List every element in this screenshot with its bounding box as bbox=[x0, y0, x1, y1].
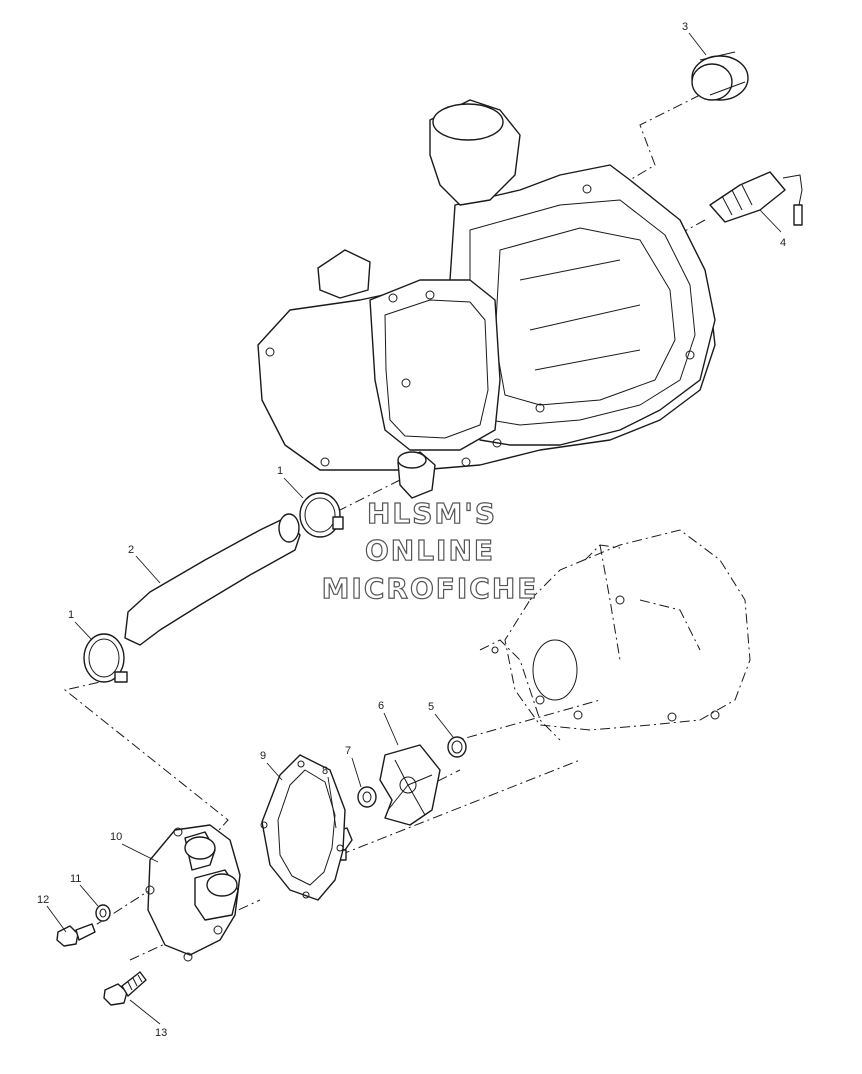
part-9-gasket bbox=[260, 754, 346, 901]
callout-labels: 3 4 1 2 1 6 5 7 8 9 10 11 12 13 bbox=[37, 21, 786, 1039]
callout-leaders bbox=[46, 32, 782, 1025]
part-4-temp-sensor bbox=[709, 171, 803, 226]
callout-4: 4 bbox=[780, 237, 786, 249]
centerline-upper-clamp bbox=[339, 479, 401, 511]
part-10-pump-cover bbox=[145, 824, 241, 962]
part-1-lower-clamp bbox=[83, 633, 128, 683]
part-1-upper-clamp bbox=[299, 492, 344, 538]
callout-12: 12 bbox=[37, 894, 49, 906]
crankcase-illustration bbox=[479, 529, 751, 741]
callout-1-upper: 1 bbox=[277, 465, 283, 477]
callout-11: 11 bbox=[70, 873, 81, 885]
watermark: HLSM'S ONLINE MICROFICHE bbox=[321, 496, 539, 605]
callout-3: 3 bbox=[682, 21, 688, 33]
part-3-thermostat bbox=[691, 51, 749, 101]
centerline-thermostat bbox=[629, 94, 701, 181]
part-11-washer bbox=[95, 904, 111, 922]
centerline-pump-axis bbox=[339, 759, 581, 856]
part-13-bolt bbox=[103, 971, 147, 1006]
watermark-line-1: HLSM'S bbox=[367, 497, 497, 530]
part-2-hose bbox=[124, 513, 301, 646]
callout-9: 9 bbox=[260, 750, 266, 762]
callout-13: 13 bbox=[155, 1027, 167, 1039]
centerline-bolt-12 bbox=[79, 889, 151, 936]
part-6-impeller bbox=[379, 744, 441, 826]
callout-8: 8 bbox=[322, 765, 328, 777]
part-5-seal bbox=[447, 736, 467, 758]
centerline-bolt-13 bbox=[129, 899, 261, 961]
callout-5: 5 bbox=[428, 701, 434, 713]
cylinder-head-illustration bbox=[257, 99, 716, 499]
watermark-line-3: MICROFICHE bbox=[322, 572, 539, 605]
part-7-washer bbox=[357, 786, 377, 808]
callout-7: 7 bbox=[345, 745, 351, 757]
centerline-hose-lower bbox=[63, 677, 229, 841]
callout-1-lower: 1 bbox=[68, 609, 74, 621]
callout-6: 6 bbox=[378, 700, 384, 712]
callout-2: 2 bbox=[128, 544, 134, 556]
callout-10: 10 bbox=[110, 831, 122, 843]
assembly-centerlines bbox=[63, 94, 706, 961]
part-12-bolt bbox=[56, 923, 96, 947]
watermark-line-2: ONLINE bbox=[365, 534, 495, 567]
centerline-seal bbox=[447, 699, 601, 744]
